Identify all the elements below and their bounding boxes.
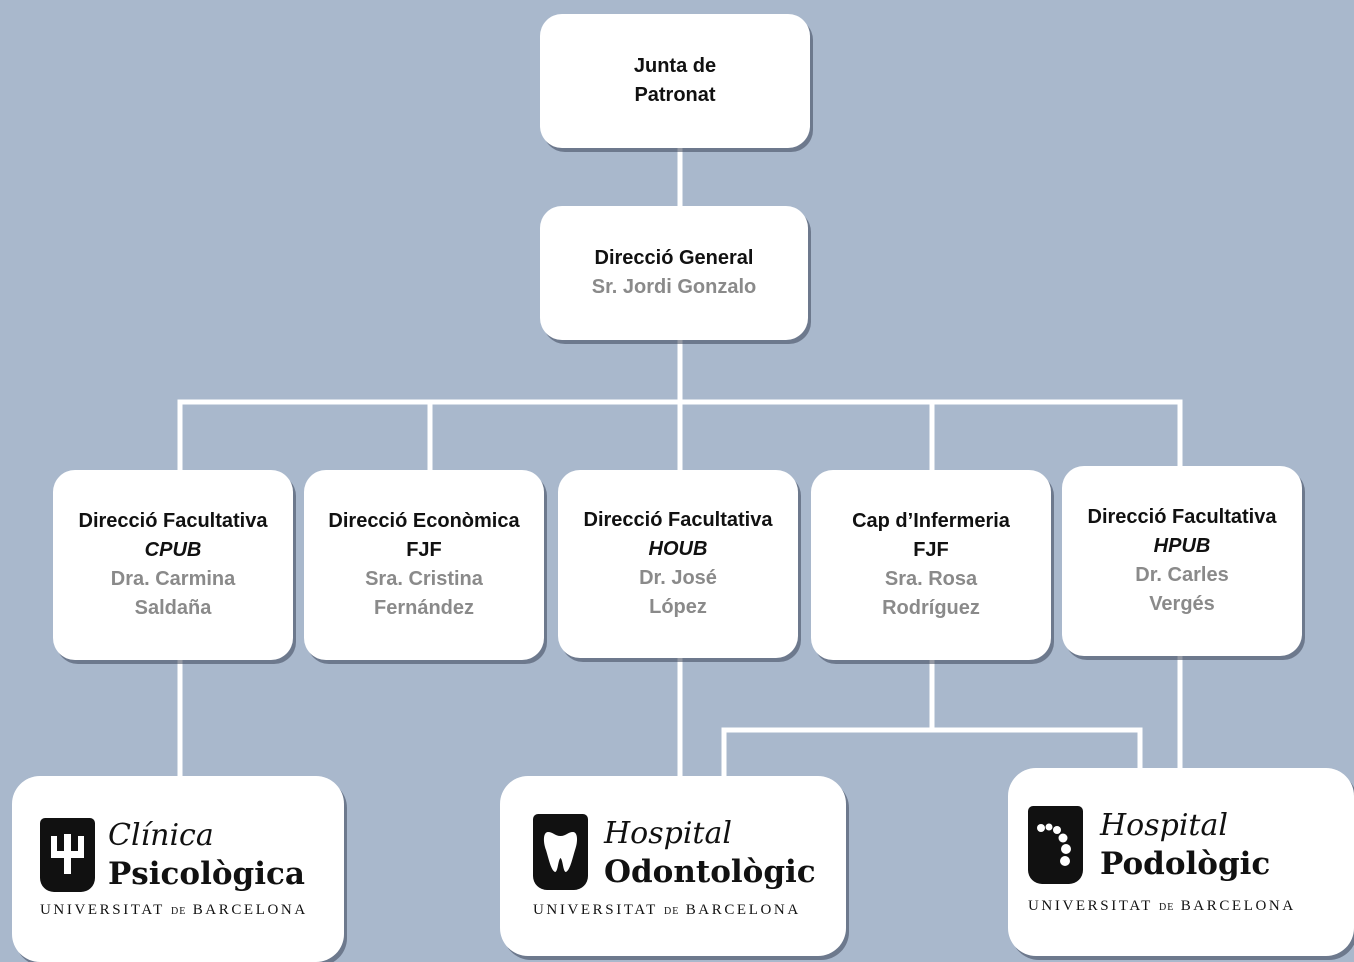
dept-box-economica: Direcció Econòmica FJF Sra. Cristina Fer… <box>304 470 544 660</box>
director-general-box: Direcció General Sr. Jordi Gonzalo <box>540 206 808 340</box>
logo-box-hospital-odontologic: Hospital Odontològic UNIVERSITAT DE BARC… <box>500 776 846 956</box>
dept-box-cpub: Direcció Facultativa CPUB Dra. Carmina S… <box>53 470 293 660</box>
dept-box-houb: Direcció Facultativa HOUB Dr. José López <box>558 470 798 658</box>
logo-university: UNIVERSITAT DE BARCELONA <box>1028 898 1296 915</box>
dept-box-hpub: Direcció Facultativa HPUB Dr. Carles Ver… <box>1062 466 1302 656</box>
dept-unit: HPUB <box>1153 535 1211 557</box>
logo-university: UNIVERSITAT DE BARCELONA <box>533 902 801 919</box>
board-box: Junta de Patronat <box>540 14 810 148</box>
dept-person-line1: Sra. Cristina <box>365 568 483 590</box>
dept-person-line1: Dr. Carles <box>1135 564 1229 586</box>
board-title-line2: Patronat <box>634 84 716 106</box>
logo-university-a: UNIVERSITAT <box>533 902 658 918</box>
tooth-icon <box>533 814 588 890</box>
dept-person-line1: Sra. Rosa <box>884 568 978 590</box>
dept-unit: FJF <box>406 539 442 561</box>
dept-unit: HOUB <box>648 538 708 560</box>
psi-icon <box>40 818 95 892</box>
logo-university: UNIVERSITAT DE BARCELONA <box>40 902 308 919</box>
logo-line2: Podològic <box>1100 846 1271 882</box>
dept-person-line2: Rodríguez <box>882 597 980 619</box>
logo-line1: Hospital <box>604 816 732 851</box>
logo-university-de: DE <box>1158 902 1175 913</box>
dept-unit: FJF <box>913 539 949 561</box>
dept-person-line2: Vergés <box>1149 593 1215 615</box>
logo-university-a: UNIVERSITAT <box>1028 898 1153 914</box>
dept-role: Cap d’Infermeria <box>852 510 1010 532</box>
logo-line1: Hospital <box>1100 808 1228 843</box>
logo-university-b: BARCELONA <box>1180 898 1296 914</box>
logo-line2: Odontològic <box>604 854 816 890</box>
dept-role: Direcció Facultativa <box>583 509 773 531</box>
dept-person-line2: López <box>649 596 707 618</box>
dept-box-infermeria: Cap d’Infermeria FJF Sra. Rosa Rodríguez <box>811 470 1051 660</box>
dept-role: Direcció Facultativa <box>78 510 268 532</box>
director-general-role: Direcció General <box>594 247 754 269</box>
logo-university-de: DE <box>170 906 187 917</box>
dept-role: Direcció Econòmica <box>328 510 520 532</box>
logo-university-b: BARCELONA <box>192 902 308 918</box>
logo-university-b: BARCELONA <box>685 902 801 918</box>
board-title-line1: Junta de <box>633 55 717 77</box>
dept-unit: CPUB <box>144 539 202 561</box>
logo-university-de: DE <box>663 906 680 917</box>
logo-line1: Clínica <box>108 818 214 853</box>
footprint-icon <box>1028 806 1083 884</box>
dept-person-line1: Dr. José <box>639 567 717 589</box>
dept-person-line1: Dra. Carmina <box>110 568 236 590</box>
logo-box-hospital-podologic: Hospital Podològic UNIVERSITAT DE BARCEL… <box>1008 768 1354 956</box>
logo-line2: Psicològica <box>108 856 305 892</box>
dept-role: Direcció Facultativa <box>1087 506 1277 528</box>
dept-person-line2: Saldaña <box>134 597 212 619</box>
logo-box-clinica-psicologica: Clínica Psicològica UNIVERSITAT DE BARCE… <box>12 776 344 962</box>
dept-person-line2: Fernández <box>373 597 475 619</box>
logo-university-a: UNIVERSITAT <box>40 902 165 918</box>
director-general-person: Sr. Jordi Gonzalo <box>591 276 757 298</box>
